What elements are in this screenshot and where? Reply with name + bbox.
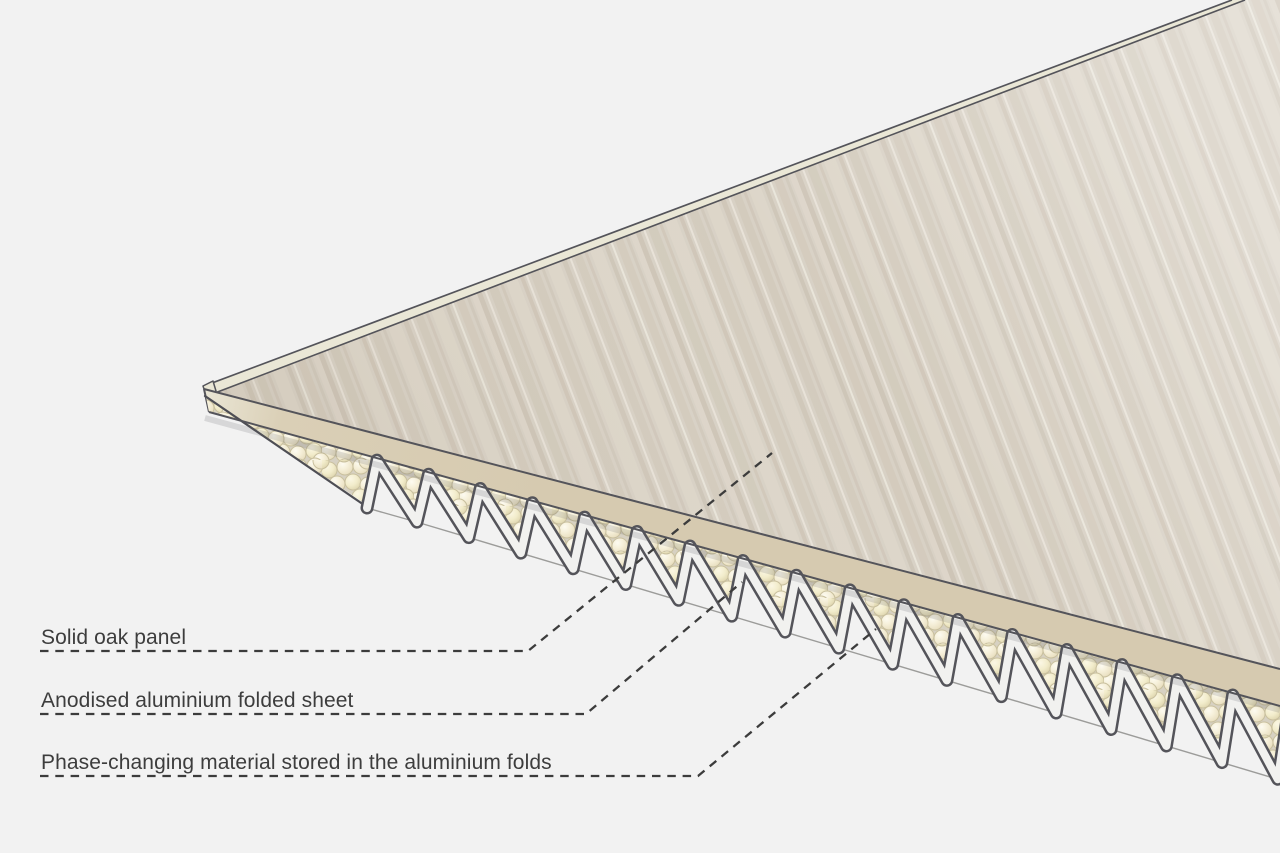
leader-lines — [40, 452, 877, 778]
left-cross-section-face — [203, 394, 377, 509]
label-phase-changing-material: Phase-changing material stored in the al… — [41, 751, 552, 774]
wood-top-surface — [206, 0, 1280, 669]
fold-sheet-face — [363, 456, 1280, 784]
oak-edge-face — [203, 388, 1280, 706]
aluminium-zigzag-layer — [203, 394, 1280, 786]
oak-edge-bottom-line — [208, 411, 1280, 707]
label-solid-oak-panel: Solid oak panel — [41, 626, 187, 649]
leader-line-pcm — [40, 628, 877, 778]
label-anodised-aluminium-folded-sheet: Anodised aluminium folded sheet — [41, 689, 354, 712]
